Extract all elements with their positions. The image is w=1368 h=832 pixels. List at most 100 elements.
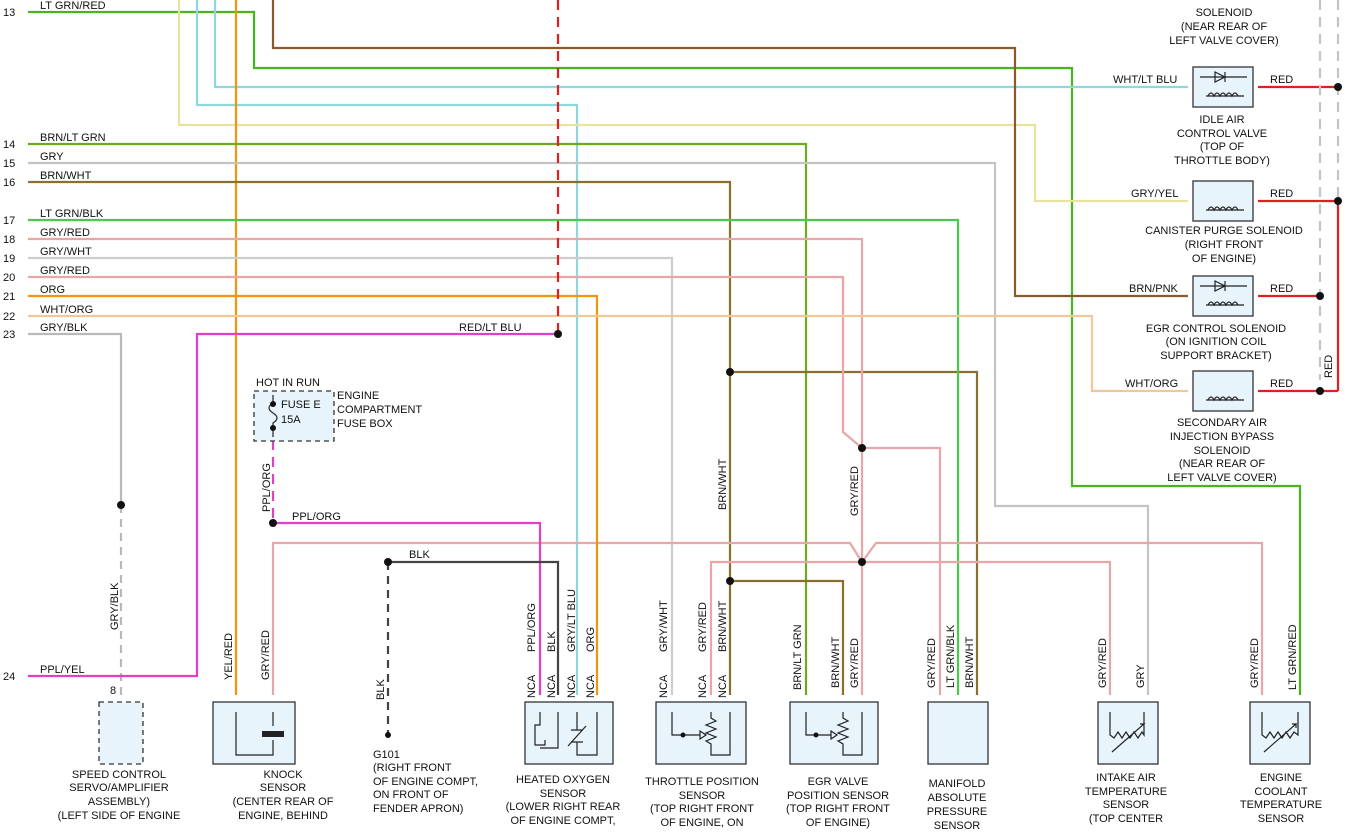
component-caption: COOLANT <box>1254 786 1307 798</box>
ground-caption: OF ENGINE COMPT, <box>373 776 478 788</box>
solenoid-caption: SUPPORT BRACKET) <box>1160 350 1271 362</box>
wire-blk <box>388 560 560 695</box>
wire-label: WHT/LT BLU <box>1113 74 1177 86</box>
splice-dot <box>726 577 734 585</box>
wire-label: RED <box>1270 188 1293 200</box>
splice-dot <box>1316 292 1324 300</box>
wire-label: GRY/BLK <box>40 322 88 334</box>
component-caption: KNOCK <box>263 769 303 781</box>
wire-18-gry-red <box>28 237 864 448</box>
intake-air-temperature-sensor <box>1097 701 1159 765</box>
pin-number: 24 <box>3 671 15 683</box>
splice-points <box>117 83 1342 738</box>
component-caption: THROTTLE POSITION <box>645 776 759 788</box>
pin-number: 13 <box>3 7 15 19</box>
wire-label: LT GRN/BLK <box>945 624 957 688</box>
component-caption: ENGINE <box>1260 772 1302 784</box>
pin-number: 19 <box>3 253 15 265</box>
splice-dot <box>1334 197 1342 205</box>
solenoid-caption: INJECTION BYPASS <box>1170 431 1274 443</box>
wire-label: GRY <box>40 151 64 163</box>
component-caption: SENSOR <box>1258 813 1305 825</box>
pin-number: 17 <box>3 215 15 227</box>
solenoid-diode-icon <box>1200 280 1247 292</box>
wire-label: GRY/RED <box>926 638 938 688</box>
component-caption: SENSOR <box>1103 799 1150 811</box>
wire-19-gry-wht <box>28 256 674 695</box>
solenoid-caption: (NEAR REAR OF <box>1179 458 1265 470</box>
solenoid-caption: OF ENGINE) <box>1192 253 1256 265</box>
knock-sensor-icon <box>235 712 274 756</box>
wire-label: BRN/LT GRN <box>40 132 106 144</box>
wire-16-brn-wht <box>28 180 732 695</box>
pin-number: 22 <box>3 311 15 323</box>
wiper-dot <box>813 732 819 738</box>
wire-label: GRY/RED <box>40 227 90 239</box>
pin-number: 14 <box>3 139 15 151</box>
component-caption: ABSOLUTE <box>928 792 987 804</box>
wire-14-brn-lt-grn <box>28 142 808 695</box>
wire-label: GRY/RED <box>697 602 709 652</box>
secondary-air-bypass-solenoid <box>1192 370 1254 412</box>
wire-brn-wht-egr <box>730 579 845 695</box>
wire-label: GRY/RED <box>1249 638 1261 688</box>
component-caption: PRESSURE <box>927 806 988 818</box>
wire-label: BRN/WHT <box>717 458 729 510</box>
wire-label: GRY/RED <box>849 466 861 516</box>
nca-label: NCA <box>697 674 709 698</box>
component-caption: HEATED OXYGEN <box>516 774 610 786</box>
solenoid-caption: (NEAR REAR OF <box>1181 21 1267 33</box>
hot-in-run-label: HOT IN RUN <box>256 377 320 389</box>
solenoid-caption: (ON IGNITION COIL <box>1166 336 1267 348</box>
component-caption: TEMPERATURE <box>1240 799 1322 811</box>
solenoid-caption: IDLE AIR <box>1199 114 1244 126</box>
fuse-name: FUSE E <box>281 399 321 411</box>
wire-gry-red-knock <box>271 541 1264 695</box>
heated-oxygen-sensor <box>524 701 614 765</box>
solenoid-caption: CANISTER PURGE SOLENOID <box>1145 225 1303 237</box>
wiper-arrow-icon <box>699 729 708 741</box>
solenoid-caption: (RIGHT FRONT <box>1185 239 1264 251</box>
solenoid-diode-icon <box>1200 71 1247 83</box>
pin-number: 15 <box>3 158 15 170</box>
idle-air-control-valve <box>1192 66 1254 108</box>
solenoid-caption: THROTTLE BODY) <box>1174 155 1270 167</box>
fuse-box-outline <box>253 390 335 442</box>
nca-label: NCA <box>566 674 578 698</box>
solenoid-coil-icon <box>1206 206 1244 212</box>
heater-icon <box>534 712 559 749</box>
component-caption: MANIFOLD <box>929 778 986 790</box>
wire-label: YEL/RED <box>223 633 235 680</box>
component-caption: OF ENGINE) <box>806 817 870 829</box>
wire-label: RED <box>1270 74 1293 86</box>
ground-caption: (RIGHT FRONT <box>373 762 452 774</box>
throttle-position-sensor <box>655 701 747 765</box>
splice-dot <box>117 501 125 509</box>
fuse-terminal <box>270 401 276 407</box>
splice-dot <box>1316 387 1324 395</box>
thermistor-icon <box>1109 712 1146 753</box>
canister-purge-solenoid <box>1192 180 1254 222</box>
wire-label: GRY/RED <box>849 638 861 688</box>
wire-22-wht-org <box>28 314 1188 393</box>
solenoid-caption: CONTROL VALVE <box>1177 128 1267 140</box>
component-caption: ASSEMBLY) <box>88 796 150 808</box>
splice-dot <box>858 558 866 566</box>
solenoid-caption: SECONDARY AIR <box>1177 417 1267 429</box>
wire-label: LT GRN/RED <box>40 0 106 12</box>
splice-dot <box>858 444 866 452</box>
ground-dot <box>385 732 391 738</box>
nca-label: NCA <box>546 674 558 698</box>
component-caption: ENGINE, BEHIND <box>238 810 328 822</box>
components: 8 SPEED CONTROL SERVO/AMPLIFIER ASSEMBLY… <box>58 685 1322 832</box>
wire-label: GRY <box>1135 664 1147 688</box>
solenoid-caption: LEFT VALVE COVER) <box>1167 472 1276 484</box>
wire-label: GRY/RED <box>260 630 272 680</box>
wire-label: PPL/ORG <box>526 603 538 652</box>
fuse-rating: 15A <box>281 414 301 426</box>
wire-label: BLK <box>375 679 387 700</box>
pin-label: 8 <box>110 685 116 697</box>
wire-label: BRN/WHT <box>717 600 729 652</box>
wire-gry-red-tps <box>709 560 1112 695</box>
